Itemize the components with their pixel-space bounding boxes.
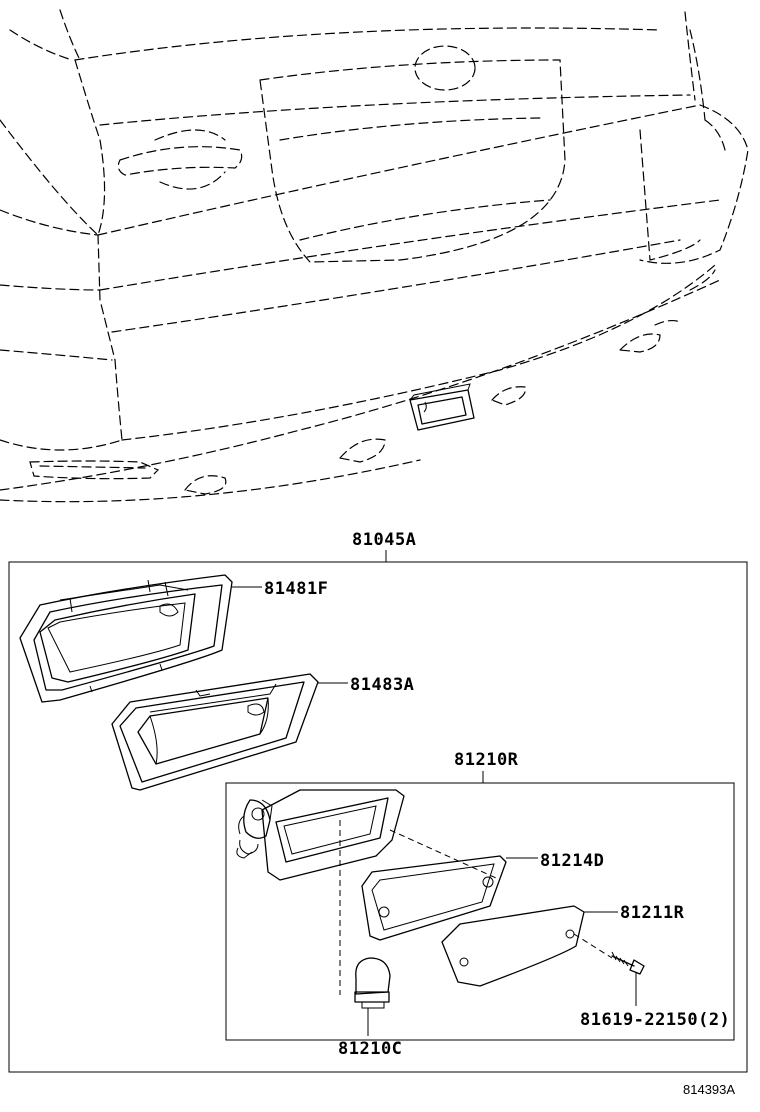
bumper-lamp xyxy=(409,383,475,431)
label-outer-bezel: 81481F xyxy=(264,579,328,599)
vehicle-rear-outline xyxy=(0,9,749,503)
label-gasket: 81214D xyxy=(540,851,604,871)
label-lamp-assy: 81045A xyxy=(352,530,416,550)
label-bulb: 81210C xyxy=(338,1039,402,1059)
part-bulb: 81210C xyxy=(338,957,402,1059)
part-lamp-socket xyxy=(236,789,497,995)
part-screw: 81619-22150(2) xyxy=(580,951,730,1030)
label-inner-housing: 81483A xyxy=(350,675,414,695)
part-gasket: 81214D xyxy=(361,851,604,941)
lamp-unit-box: 81210R xyxy=(225,750,735,1041)
part-outer-bezel: 81481F xyxy=(19,574,328,703)
part-inner-housing: 81483A xyxy=(111,673,414,791)
part-lens: 81211R xyxy=(441,903,685,987)
figure-code: 814393A xyxy=(683,1082,735,1097)
label-lamp-unit: 81210R xyxy=(454,750,519,770)
assembly-box: 81045A xyxy=(8,530,748,1073)
label-lens: 81211R xyxy=(620,903,685,923)
label-screw: 81619-22150(2) xyxy=(580,1010,730,1030)
